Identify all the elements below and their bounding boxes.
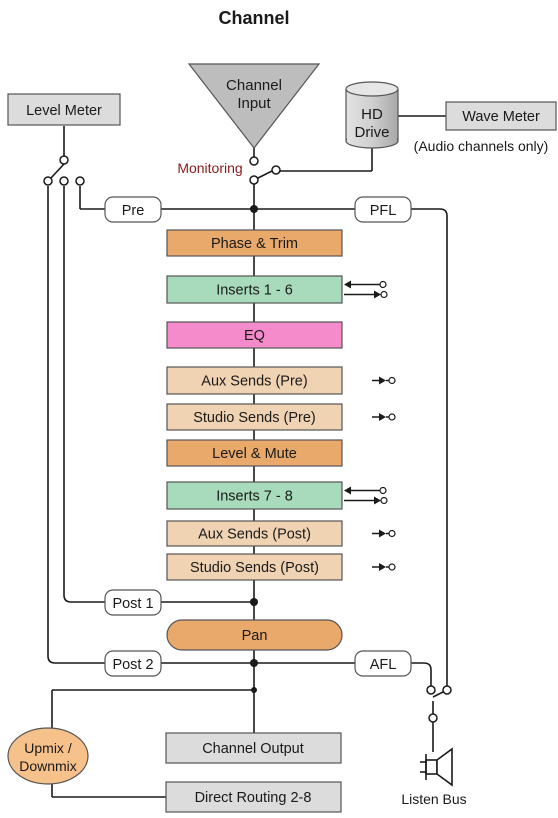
block-box — [166, 481, 343, 510]
level-meter-switch-pivot — [59, 155, 69, 165]
hd-drive-cylinder — [345, 81, 399, 149]
junction-dot-output — [251, 687, 257, 693]
insert-send-return-icon — [344, 280, 388, 299]
block-studio-sends-post: Studio Sends (Post) — [166, 553, 396, 581]
wiring — [47, 115, 448, 798]
block-phase-trim: Phase & Trim — [166, 229, 343, 257]
upmix-label-line1: Upmix / — [24, 740, 72, 756]
pfl-tap-label: PFL — [370, 203, 397, 219]
send-out-icon — [372, 529, 396, 538]
hd-drive-contact — [271, 165, 281, 175]
block-label: Aux Sends (Pre) — [201, 374, 307, 390]
channel-input-label-line1: Channel — [226, 77, 282, 94]
monitoring-label: Monitoring — [177, 160, 242, 176]
block-label: Studio Sends (Post) — [190, 560, 319, 576]
afl-tap-box — [354, 650, 412, 677]
wave-meter-label: Wave Meter — [462, 109, 540, 125]
block-aux-sends-post: Aux Sends (Post) — [166, 520, 396, 547]
switch-contacts — [43, 155, 452, 723]
speaker-icon — [420, 747, 453, 787]
pfl-tap-box — [354, 196, 412, 223]
insert-send-return-icon — [344, 486, 388, 505]
post2-tap-label: Post 2 — [112, 657, 153, 673]
channel-output-label: Channel Output — [202, 741, 304, 757]
block-aux-sends-pre: Aux Sends (Pre) — [166, 366, 396, 395]
post2-tap-box — [104, 650, 162, 677]
pre-tap-label: Pre — [122, 203, 145, 219]
input-contact — [249, 156, 259, 166]
block-level-mute: Level & Mute — [166, 439, 343, 467]
level-meter-contact-post1 — [59, 176, 69, 186]
block-label: Studio Sends (Pre) — [193, 410, 316, 426]
block-box — [166, 403, 343, 431]
block-inserts-1-6: Inserts 1 - 6 — [166, 275, 388, 304]
afl-tap-label: AFL — [370, 657, 397, 673]
listen-bus-label: Listen Bus — [401, 791, 466, 807]
junction-dot-post2 — [250, 659, 258, 667]
pre-tap-box — [104, 196, 162, 223]
upmix-label-line2: Downmix — [19, 758, 77, 774]
send-out-icon — [372, 413, 396, 421]
block-label: EQ — [244, 328, 265, 344]
upmix-downmix-node — [7, 727, 89, 785]
send-out-icon — [372, 563, 396, 571]
hd-drive-label-line2: Drive — [354, 124, 389, 141]
block-eq: EQ — [166, 321, 343, 349]
listen-contact-pfl — [442, 685, 452, 695]
block-label: Phase & Trim — [211, 236, 298, 252]
block-box — [166, 619, 343, 651]
block-box — [166, 553, 343, 581]
block-box — [166, 520, 343, 547]
post1-tap-label: Post 1 — [112, 596, 153, 612]
block-box — [166, 321, 343, 349]
junction-dot-pre — [250, 205, 258, 213]
level-meter-box — [7, 93, 121, 126]
listen-contact-afl — [426, 685, 436, 695]
channel-input-label-line2: Input — [237, 95, 271, 112]
level-meter-label: Level Meter — [26, 103, 102, 119]
direct-routing-label: Direct Routing 2-8 — [195, 790, 312, 806]
audio-only-note: (Audio channels only) — [414, 138, 549, 154]
block-box — [166, 439, 343, 467]
block-studio-sends-pre: Studio Sends (Pre) — [166, 403, 396, 431]
wave-meter-box — [445, 101, 557, 131]
block-label: Level & Mute — [212, 446, 297, 462]
block-label: Pan — [242, 628, 268, 644]
block-label: Inserts 1 - 6 — [216, 283, 293, 299]
level-meter-contact-post2 — [43, 176, 53, 186]
direct-routing-box — [165, 781, 342, 813]
diagram-title: Channel — [218, 8, 289, 28]
block-inserts-7-8: Inserts 7 - 8 — [166, 481, 388, 510]
block-box — [166, 229, 343, 257]
block-box — [166, 275, 343, 304]
send-out-icon — [372, 376, 396, 385]
block-label: Inserts 7 - 8 — [216, 489, 293, 505]
post1-tap-box — [104, 589, 162, 616]
channel-output-box — [165, 732, 342, 764]
block-pan: Pan — [166, 619, 343, 651]
channel-input-triangle — [187, 63, 321, 149]
block-box — [166, 366, 343, 395]
junction-dot-post1 — [250, 598, 258, 606]
block-label: Aux Sends (Post) — [198, 527, 311, 543]
hd-drive-label-line1: HD — [361, 106, 383, 123]
junction-dots — [250, 205, 258, 693]
level-meter-contact-pre — [75, 176, 85, 186]
monitoring-switch-pivot — [249, 175, 259, 185]
listen-switch-pivot — [428, 713, 438, 723]
